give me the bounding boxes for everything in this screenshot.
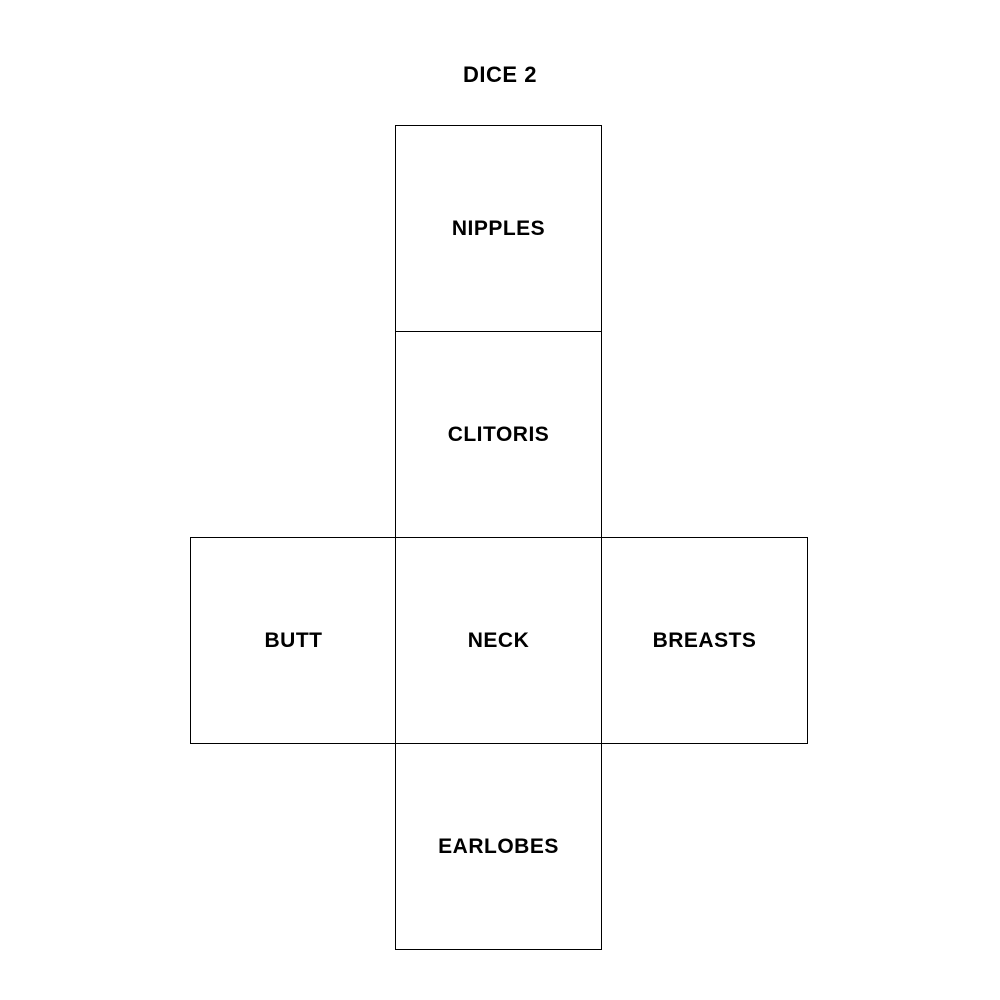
die-face-left: BUTT <box>190 537 397 744</box>
page-title: DICE 2 <box>463 62 537 87</box>
die-face-label: NECK <box>467 628 530 652</box>
die-face-label: EARLOBES <box>438 834 559 858</box>
die-face-center: NECK <box>395 537 602 744</box>
die-face-label: CLITORIS <box>447 422 550 446</box>
die-face-label: NIPPLES <box>451 216 546 240</box>
die-face-right: BREASTS <box>601 537 808 744</box>
die-face-top: NIPPLES <box>395 125 602 332</box>
die-face-bottom: EARLOBES <box>395 743 602 950</box>
die-face-label: BREASTS <box>652 628 757 652</box>
die-face-upper: CLITORIS <box>395 331 602 538</box>
die-face-label: BUTT <box>264 628 323 652</box>
